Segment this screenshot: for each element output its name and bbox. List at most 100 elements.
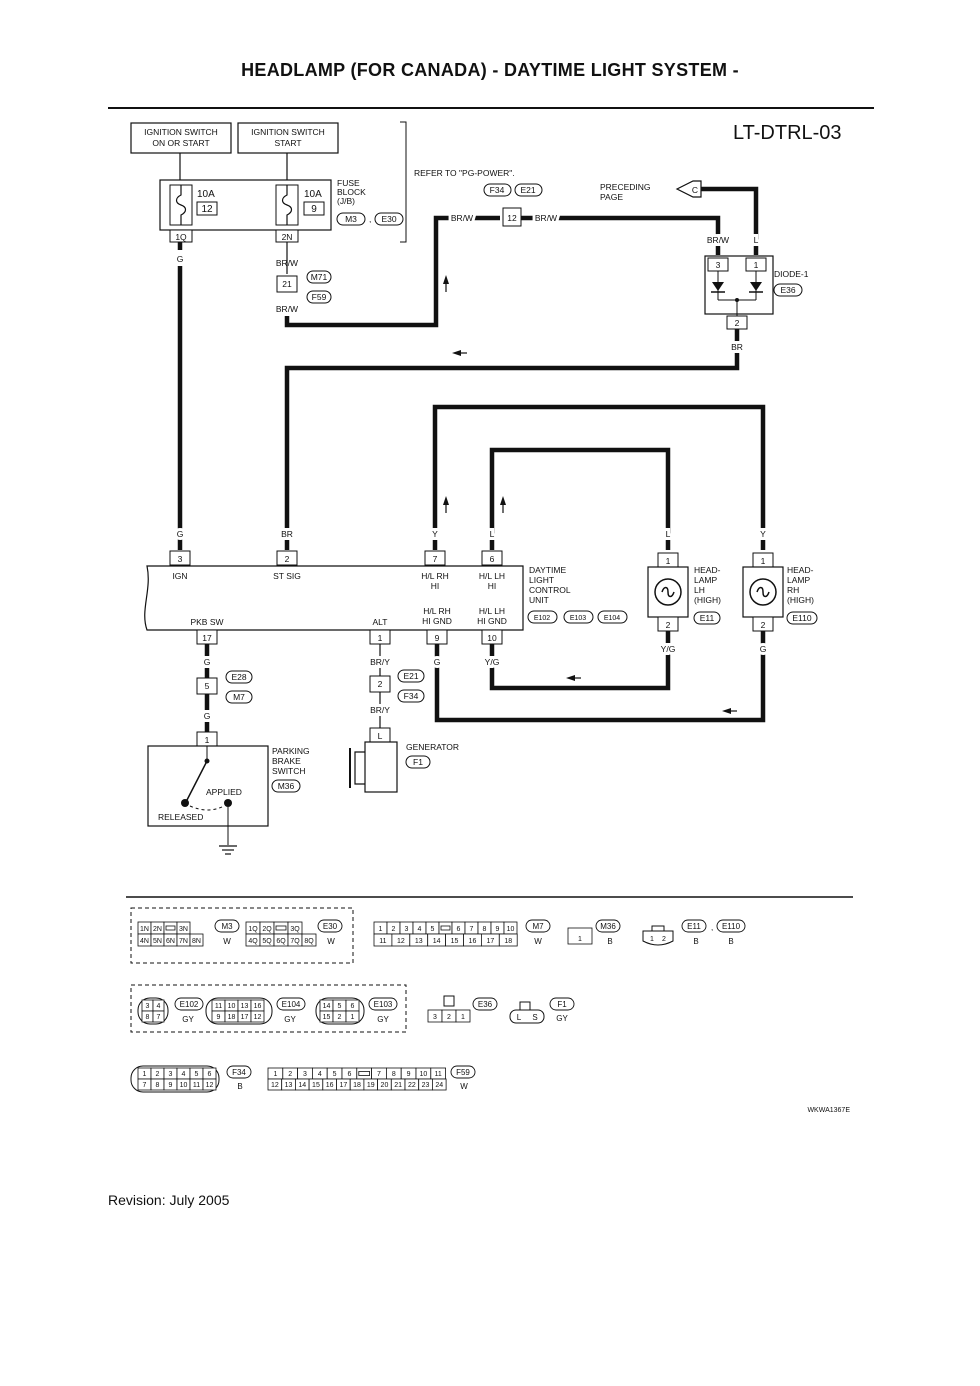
svg-text:E102: E102 [534,615,550,622]
svg-text:E11: E11 [700,613,715,623]
fuse1-rating: 10A [197,189,215,200]
ign-start-line2: START [274,138,301,148]
m7-pin: 3 [405,926,409,933]
f59-pin: 16 [326,1082,334,1089]
f59-pin: 24 [435,1082,443,1089]
svg-text:PRECEDING: PRECEDING [600,182,651,192]
svg-text:S: S [532,1013,537,1022]
e36-cell [455,1009,471,1023]
e104-pin: 9 [217,1014,221,1021]
e103-pin: 14 [323,1003,331,1010]
svg-text:E36: E36 [780,285,795,295]
f59-pin: 13 [285,1082,293,1089]
svg-text:E28: E28 [231,672,246,682]
figure-code: WKWA1367E [807,1107,850,1114]
m7-pin: 6 [457,926,461,933]
e30-pin: 4Q [248,938,258,945]
svg-text:L: L [666,529,671,539]
connector-id-tag [214,919,240,933]
e36-pin: 1 [461,1014,465,1021]
svg-text:H/L LH: H/L LH [479,606,505,616]
generator [364,741,398,793]
svg-text:IGN: IGN [172,571,187,581]
svg-text:BR/W: BR/W [276,258,298,268]
connector-id: E110 [722,922,741,931]
headlamp-rh: 1 2 HEAD- LAMP RH (HIGH) E110 [742,552,818,632]
fuse-block-line2: BLOCK [337,187,366,197]
connector-id-tag [549,997,575,1011]
svg-text:E104: E104 [604,615,620,622]
svg-text:ST SIG: ST SIG [273,571,301,581]
svg-text:DAYTIME: DAYTIME [529,565,566,575]
svg-text:2: 2 [735,318,740,328]
f59-pin: 20 [381,1082,389,1089]
f59-pin: 6 [347,1071,351,1078]
connector-color: GY [182,1015,194,1024]
f59-pin: 9 [407,1071,411,1078]
fuse2-rating: 10A [304,189,322,200]
f59-pin: 1 [273,1071,277,1078]
connector-color: W [223,937,231,946]
svg-text:BR/Y: BR/Y [370,657,390,667]
m36-cell [567,927,593,945]
f34-pin: 9 [169,1082,173,1089]
m7-pin: 5 [431,926,435,933]
connector-id-tag [525,919,551,933]
e103-pin: 2 [338,1014,342,1021]
m7-pin: 10 [507,926,515,933]
connector-id: E103 [374,1000,393,1009]
svg-text:2: 2 [378,679,383,689]
daytime-light-control-unit [144,565,524,631]
svg-text:UNIT: UNIT [529,595,549,605]
svg-text:BR: BR [281,529,293,539]
svg-text:F34: F34 [404,691,419,701]
m3-pin: 4N [140,938,149,945]
f34-pin: 2 [156,1071,160,1078]
svg-text:E21: E21 [403,671,418,681]
m3-pin: 6N [166,938,175,945]
svg-text:ALT: ALT [373,617,388,627]
connector-id-tag [450,1065,476,1079]
headlamp-lh: 1 2 HEAD- LAMP LH (HIGH) E11 [647,552,721,632]
e104-cell [250,1010,265,1023]
f59-pin: 8 [392,1071,396,1078]
f59-pin: 2 [288,1071,292,1078]
svg-text:E110: E110 [792,613,811,623]
f59-cell [431,1078,447,1091]
svg-text:L: L [378,731,383,741]
f59-pin: 11 [435,1071,442,1078]
connector-id: M3 [221,922,233,931]
svg-text:2: 2 [285,554,290,564]
svg-text:BR/W: BR/W [451,213,473,223]
connector-id: E11 [687,922,701,931]
connector-id-tag [472,997,498,1011]
refer-pg-power: REFER TO "PG-POWER". [414,168,515,178]
e36-pin: 2 [447,1014,451,1021]
svg-text:M71: M71 [311,272,328,282]
e103-pin: 5 [338,1003,342,1010]
svg-text:Y/G: Y/G [661,644,676,654]
svg-text:HEAD-: HEAD- [694,565,721,575]
connector-id: F1 [557,1000,567,1009]
svg-text:F1: F1 [413,757,423,767]
svg-text:Y: Y [432,529,438,539]
m7-pin: 14 [433,938,441,945]
e104-pin: 11 [215,1003,222,1010]
svg-text:G: G [204,711,211,721]
m3-pin: 5N [153,938,162,945]
m7-pin: 9 [496,926,500,933]
revision-note: Revision: July 2005 [108,1192,230,1208]
svg-text:G: G [177,529,184,539]
svg-text:1: 1 [761,556,766,566]
svg-text:E103: E103 [570,615,586,622]
svg-text:CONTROL: CONTROL [529,585,571,595]
f59-pin: 21 [394,1082,402,1089]
e30-pin: 6Q [276,938,286,945]
m7-pin: 17 [486,938,494,945]
e103-cell [345,1010,360,1023]
connector-color: B [728,937,733,946]
m7-pin: 16 [469,938,477,945]
f59-pin: 14 [298,1082,306,1089]
svg-text:G: G [204,657,211,667]
